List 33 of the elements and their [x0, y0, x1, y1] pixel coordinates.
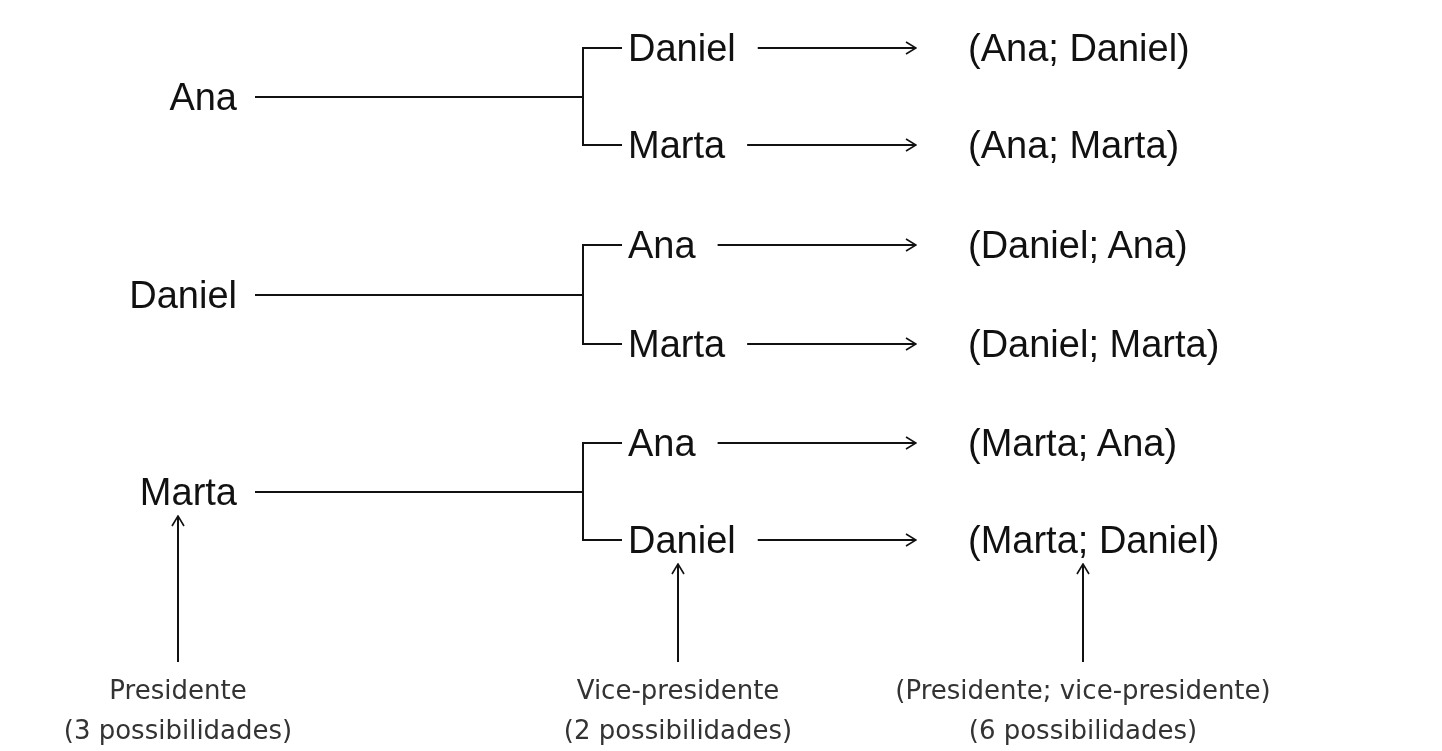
caption-text: Vice-presidente	[576, 674, 780, 707]
caption-text: (Presidente; vice-presidente)	[895, 674, 1271, 707]
arrow	[171, 515, 185, 663]
node-label: (Marta; Daniel)	[968, 518, 1220, 563]
node-label: (Ana; Daniel)	[968, 26, 1190, 71]
node-label: (Ana; Marta)	[968, 123, 1180, 168]
arrow	[746, 138, 917, 152]
node-label: Ana	[628, 223, 696, 268]
node-label: Daniel	[628, 26, 736, 71]
caption-text: Presidente	[109, 674, 247, 707]
node-label: Marta	[628, 322, 726, 367]
caption-text: (3 possibilidades)	[63, 714, 293, 747]
node-label: Ana	[169, 75, 237, 120]
branch-line	[254, 294, 623, 345]
arrow	[671, 563, 685, 663]
arrow	[756, 41, 917, 55]
caption-text: (2 possibilidades)	[563, 714, 793, 747]
arrow	[716, 436, 917, 450]
node-label: Marta	[628, 123, 726, 168]
node-label: Ana	[628, 421, 696, 466]
branch-line	[254, 96, 623, 146]
node-label: Daniel	[628, 518, 736, 563]
arrow	[756, 533, 917, 547]
node-label: (Daniel; Marta)	[968, 322, 1220, 367]
node-label: (Marta; Ana)	[968, 421, 1178, 466]
arrow	[746, 337, 917, 351]
node-label: Marta	[139, 470, 237, 515]
arrow	[1076, 563, 1090, 663]
caption-text: (6 possibilidades)	[968, 714, 1198, 747]
arrow	[716, 238, 917, 252]
branch-line	[254, 491, 623, 541]
node-label: (Daniel; Ana)	[968, 223, 1188, 268]
node-label: Daniel	[129, 273, 237, 318]
